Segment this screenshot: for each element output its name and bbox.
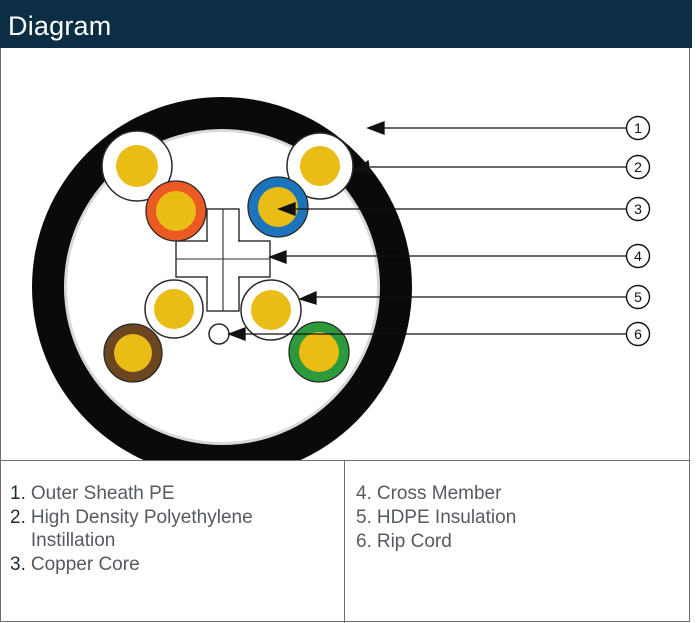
callout-5: 5 xyxy=(625,284,651,310)
legend-item-2: 2. High Density Polyethylene Instillatio… xyxy=(10,506,340,552)
legend-item-text: Copper Core xyxy=(30,554,140,575)
cable-cross-section-svg: 1 2 3 4 5 6 xyxy=(32,97,651,477)
conductor-white-1 xyxy=(101,130,173,202)
rip-cord xyxy=(208,323,230,345)
legend-column-left: 1. Outer Sheath PE 2. High Density Polye… xyxy=(10,482,340,577)
arrowhead-1 xyxy=(366,121,385,135)
legend-item-1: 1. Outer Sheath PE xyxy=(10,482,340,505)
legend-item-text: HDPE Insulation xyxy=(376,507,517,528)
diagram-header: Diagram xyxy=(0,0,692,48)
legend-item-text: Cross Member xyxy=(376,483,502,504)
legend-column-right: 4. Cross Member 5. HDPE Insulation 6. Ri… xyxy=(356,482,686,554)
legend-item-text: Outer Sheath PE xyxy=(30,483,175,504)
conductor-white-2 xyxy=(286,132,354,200)
conductor-green xyxy=(288,321,350,383)
cable-cross-section: 1 2 3 4 5 6 xyxy=(0,48,692,477)
arrowhead-6 xyxy=(227,327,246,341)
callout-2-label: 2 xyxy=(634,159,642,175)
arrowhead-3 xyxy=(277,202,296,216)
cross-member xyxy=(175,208,271,312)
callout-6: 6 xyxy=(625,321,651,347)
header-title: Diagram xyxy=(8,11,112,41)
arrowhead-4 xyxy=(268,250,287,264)
legend-item-number: 3. xyxy=(10,554,26,575)
callout-5-label: 5 xyxy=(634,289,642,305)
diagram-frame xyxy=(0,48,690,622)
legend-item-number: 2. xyxy=(10,507,26,528)
callout-6-label: 6 xyxy=(634,326,642,342)
legend-divider-horizontal xyxy=(0,460,690,461)
legend-item-number: 5. xyxy=(356,507,372,528)
callout-1-label: 1 xyxy=(634,120,642,136)
conductor-orange xyxy=(145,180,207,242)
legend-item-text: Rip Cord xyxy=(376,531,452,552)
arrowhead-2 xyxy=(352,159,371,174)
callout-3-label: 3 xyxy=(634,201,642,217)
legend-item-3: 3. Copper Core xyxy=(10,553,340,576)
callout-4: 4 xyxy=(625,243,651,269)
conductor-brown xyxy=(103,323,163,383)
conductor-white-3 xyxy=(144,279,204,339)
legend-item-number: 6. xyxy=(356,531,372,552)
arrowhead-5 xyxy=(298,291,317,305)
legend-item-5: 5. HDPE Insulation xyxy=(356,506,686,529)
legend-item-text: High Density Polyethylene Instillation xyxy=(30,507,253,551)
legend-item-number: 4. xyxy=(356,483,372,504)
conductor-white-4 xyxy=(240,279,302,341)
callout-2: 2 xyxy=(625,154,651,180)
callout-1: 1 xyxy=(625,115,651,141)
callout-4-label: 4 xyxy=(634,248,642,264)
legend-item-6: 6. Rip Cord xyxy=(356,530,686,553)
legend-item-number: 1. xyxy=(10,483,26,504)
conductor-blue xyxy=(247,176,309,238)
legend-item-4: 4. Cross Member xyxy=(356,482,686,505)
legend-divider-vertical xyxy=(344,461,345,623)
callout-3: 3 xyxy=(625,196,651,222)
